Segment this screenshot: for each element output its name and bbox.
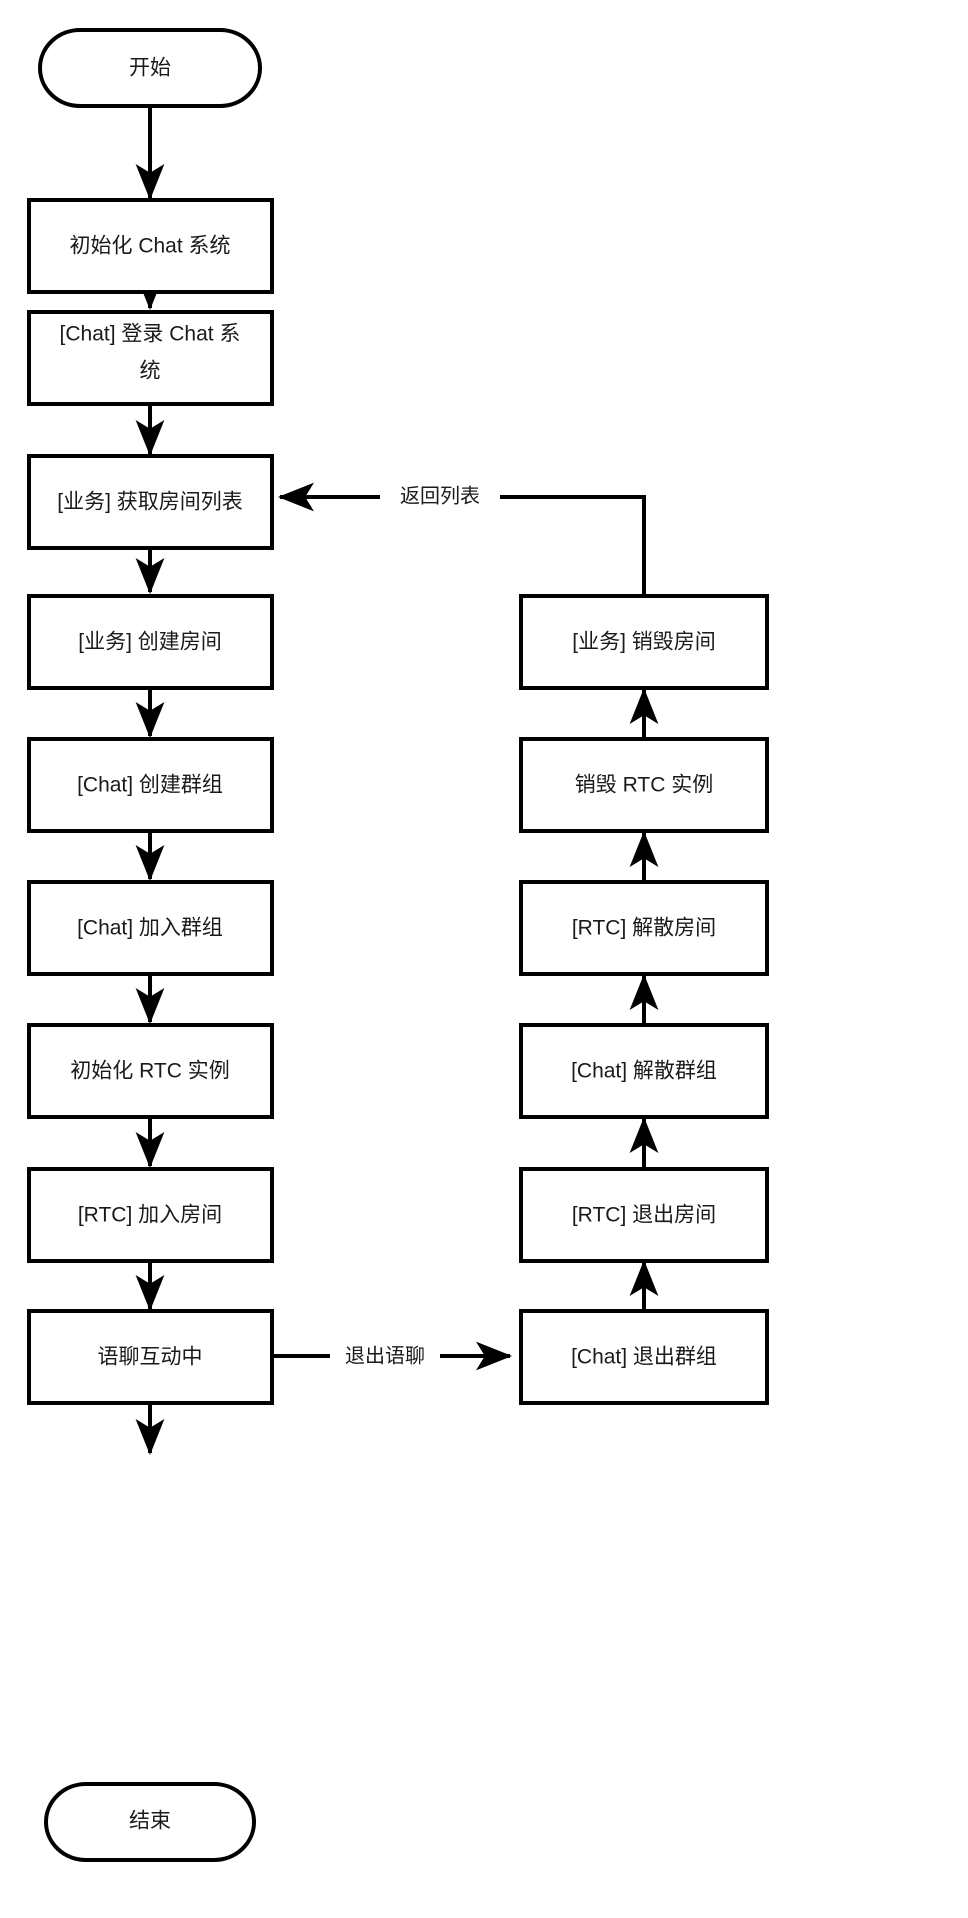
create-room-node-shape (27, 594, 274, 690)
rtc-join-room-node-shape (27, 1167, 274, 1263)
login-chat-node-shape (27, 310, 274, 406)
node-label-join-group: [Chat] 加入群组 (77, 917, 223, 940)
rtc-leave-room-node-shape (519, 1167, 769, 1263)
node-label-init-chat: 初始化 Chat 系统 (69, 235, 230, 258)
node-label-chat-dismiss-group: [Chat] 解散群组 (571, 1060, 717, 1083)
node-get-rooms[interactable]: [业务] 获取房间列表 (27, 454, 274, 550)
destroy-room-node-shape (519, 594, 769, 690)
edge-label-return-list: 返回列表 (400, 484, 480, 507)
node-label-create-room: [业务] 创建房间 (78, 631, 222, 654)
return-list-label-bg (380, 482, 500, 512)
node-voice-active[interactable]: 语聊互动中 (27, 1309, 274, 1405)
node-label-rtc-dismiss-room: [RTC] 解散房间 (572, 917, 716, 940)
node-create-room[interactable]: [业务] 创建房间 (27, 594, 274, 690)
node-label-rtc-join-room: [RTC] 加入房间 (78, 1204, 222, 1227)
node-label-get-rooms: [业务] 获取房间列表 (57, 491, 243, 514)
edge-labels-group: 返回列表 退出语聊 (330, 482, 500, 1371)
node-end[interactable]: 结束 (44, 1782, 256, 1862)
init-rtc-node-shape (27, 1023, 274, 1119)
node-chat-dismiss-group[interactable]: [Chat] 解散群组 (519, 1023, 769, 1119)
node-destroy-rtc[interactable]: 销毁 RTC 实例 (519, 737, 769, 833)
node-init-chat[interactable]: 初始化 Chat 系统 (27, 198, 274, 294)
chat-leave-group-node-shape (519, 1309, 769, 1405)
node-create-group[interactable]: [Chat] 创建群组 (27, 737, 274, 833)
destroy-rtc-node-shape (519, 737, 769, 833)
node-label-rtc-leave-room: [RTC] 退出房间 (572, 1204, 716, 1227)
node-destroy-room[interactable]: [业务] 销毁房间 (519, 594, 769, 690)
get-rooms-node-shape (27, 454, 274, 550)
node-label-voice-active: 语聊互动中 (98, 1346, 203, 1369)
init-chat-node-shape (27, 198, 274, 294)
create-group-node-shape (27, 737, 274, 833)
node-label-init-rtc: 初始化 RTC 实例 (70, 1060, 229, 1083)
start-node-shape (38, 28, 262, 108)
node-join-group[interactable]: [Chat] 加入群组 (27, 880, 274, 976)
exit-voice-label-bg (330, 1341, 440, 1371)
end-node-shape (44, 1782, 256, 1862)
join-group-node-shape (27, 880, 274, 976)
node-login-chat[interactable]: [Chat] 登录 Chat 系 统 (27, 310, 274, 406)
node-label-start: 开始 (129, 57, 171, 80)
node-label-end: 结束 (129, 1810, 171, 1833)
node-init-rtc[interactable]: 初始化 RTC 实例 (27, 1023, 274, 1119)
node-start[interactable]: 开始 (38, 28, 262, 108)
node-label-login-chat-line1: [Chat] 登录 Chat 系 (60, 323, 241, 346)
node-rtc-join-room[interactable]: [RTC] 加入房间 (27, 1167, 274, 1263)
node-label-destroy-rtc: 销毁 RTC 实例 (575, 774, 713, 797)
node-label-create-group: [Chat] 创建群组 (77, 774, 223, 797)
chat-dismiss-group-node-shape (519, 1023, 769, 1119)
rtc-dismiss-room-node-shape (519, 880, 769, 976)
node-chat-leave-group[interactable]: [Chat] 退出群组 (519, 1309, 769, 1405)
node-rtc-dismiss-room[interactable]: [RTC] 解散房间 (519, 880, 769, 976)
edge-label-exit-voice: 退出语聊 (345, 1344, 425, 1367)
node-label-destroy-room: [业务] 销毁房间 (572, 631, 716, 654)
voice-active-node-shape (27, 1309, 274, 1405)
node-rtc-leave-room[interactable]: [RTC] 退出房间 (519, 1167, 769, 1263)
node-label-chat-leave-group: [Chat] 退出群组 (571, 1346, 717, 1369)
nodes-group: 开始 初始化 Chat 系统 [Chat] 登录 Chat 系 统 [业务] 获… (27, 28, 769, 1862)
node-label-login-chat-line2: 统 (140, 360, 161, 383)
